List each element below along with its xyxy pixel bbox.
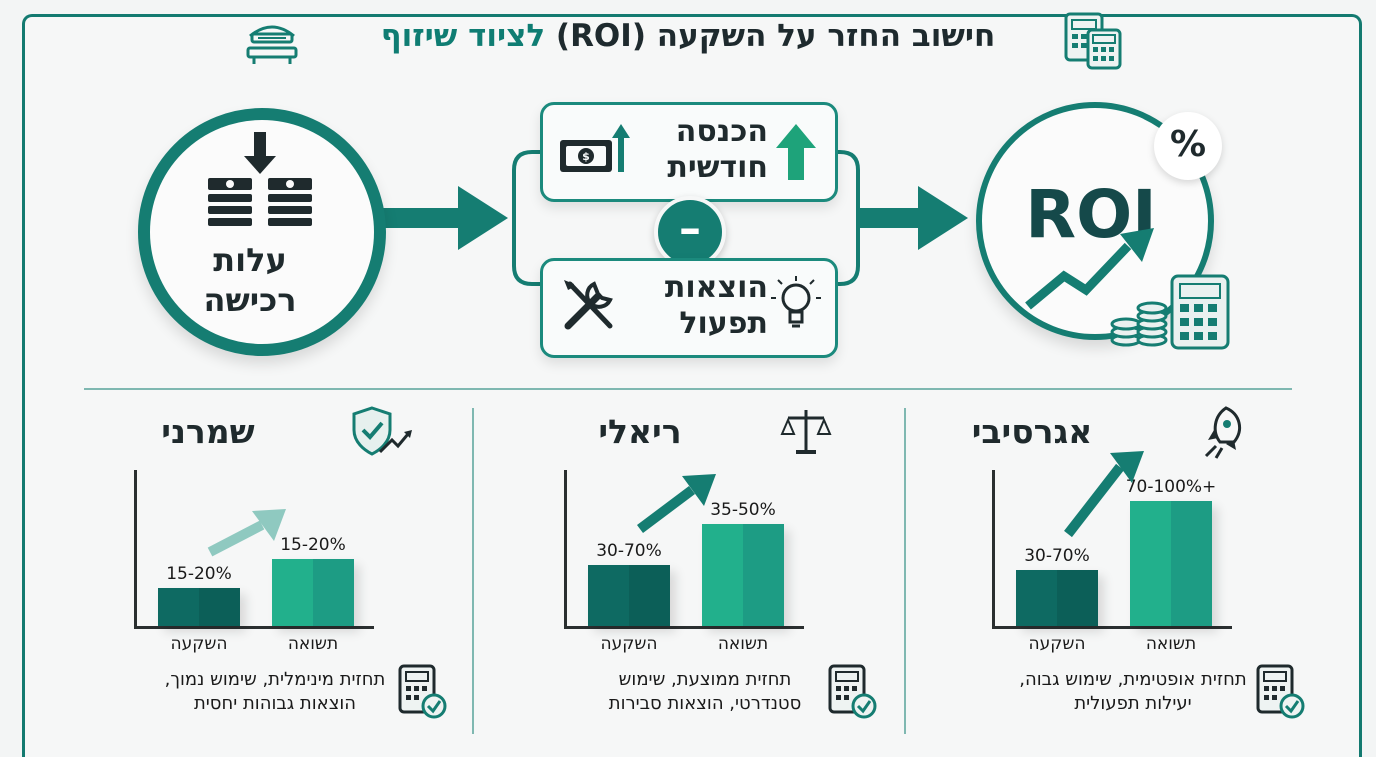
chart-y-axis [992, 470, 995, 628]
minus-circle [654, 196, 726, 268]
calculator-check-icon [828, 664, 877, 719]
money-stack-icon [208, 132, 312, 226]
shield-check-icon [352, 406, 412, 456]
calculator-check-icon [1256, 664, 1305, 719]
title-main: חישוב החזר על השקעה (ROI) [555, 18, 996, 54]
investment-value-label: 30-70% [1024, 546, 1090, 566]
trend-arrow-icon [207, 509, 286, 557]
return-value-label: 15-20% [280, 535, 346, 555]
investment-bar [158, 588, 240, 626]
monthly-income-label: הכנסה חודשית [667, 114, 768, 185]
title-highlight: לציוד שיזוף [380, 18, 556, 54]
scenario-title: ריאלי [598, 412, 682, 451]
chart-y-axis [564, 470, 567, 628]
growth-arrow-icon [1025, 228, 1154, 310]
chart-y-axis [134, 470, 137, 628]
page-title: חישוב החזר על השקעה (ROI) לציוד שיזוף [0, 18, 1376, 54]
return-category-label: תשואה [717, 634, 769, 654]
cash-up-icon: $ [560, 124, 630, 172]
investment-value-label: 15-20% [166, 564, 232, 584]
scenario-title: שמרני [161, 412, 255, 451]
horizontal-divider [84, 388, 1292, 390]
tanning-bed-icon [246, 25, 298, 64]
percent-symbol: % [1169, 124, 1207, 165]
operating-expenses-label: הוצאות תפעול [664, 270, 768, 341]
investment-category-label: השקעה [170, 634, 228, 654]
lightbulb-icon [771, 276, 821, 328]
trend-arrow-icon [637, 474, 716, 533]
return-bar [272, 559, 354, 626]
svg-text:$: $ [582, 150, 590, 163]
calculator-icon [1064, 12, 1122, 70]
scenario-note: תחזית אופטימית, שימוש גבוה, יעילות תפעול… [1019, 669, 1247, 714]
flow-connectors [380, 150, 968, 286]
chart-x-axis [564, 626, 804, 629]
rocket-icon [1204, 406, 1242, 459]
scale-icon [780, 410, 832, 454]
investment-category-label: השקעה [600, 634, 658, 654]
minus-symbol: – [679, 203, 701, 254]
return-category-label: תשואה [1145, 634, 1197, 654]
return-category-label: תשואה [287, 634, 339, 654]
return-value-label: 70-100%+ [1125, 477, 1217, 497]
tools-icon [564, 280, 613, 330]
scenario-title: אגרסיבי [971, 412, 1093, 451]
calculator-check-icon [398, 664, 447, 719]
scenario-note: תחזית מינימלית, שימוש נמוך, הוצאות גבוהו… [164, 669, 386, 714]
arrow-up-icon [776, 124, 816, 180]
purchase-cost-label: עלות רכישה [203, 241, 297, 319]
return-bar [1130, 501, 1212, 626]
percent-badge [1154, 112, 1222, 180]
investment-bar [588, 565, 670, 626]
return-bar [702, 524, 784, 626]
chart-x-axis [134, 626, 374, 629]
column-divider-1 [472, 408, 474, 734]
coins-calculator-icon [1110, 274, 1230, 350]
scenario-note: תחזית ממוצעת, שימוש סטנדרטי, הוצאות סביר… [608, 669, 802, 714]
chart-x-axis [992, 626, 1232, 629]
return-value-label: 35-50% [710, 500, 776, 520]
investment-category-label: השקעה [1028, 634, 1086, 654]
investment-bar [1016, 570, 1098, 626]
column-divider-2 [904, 408, 906, 734]
trend-arrow-icon [1064, 451, 1144, 538]
investment-value-label: 30-70% [596, 541, 662, 561]
